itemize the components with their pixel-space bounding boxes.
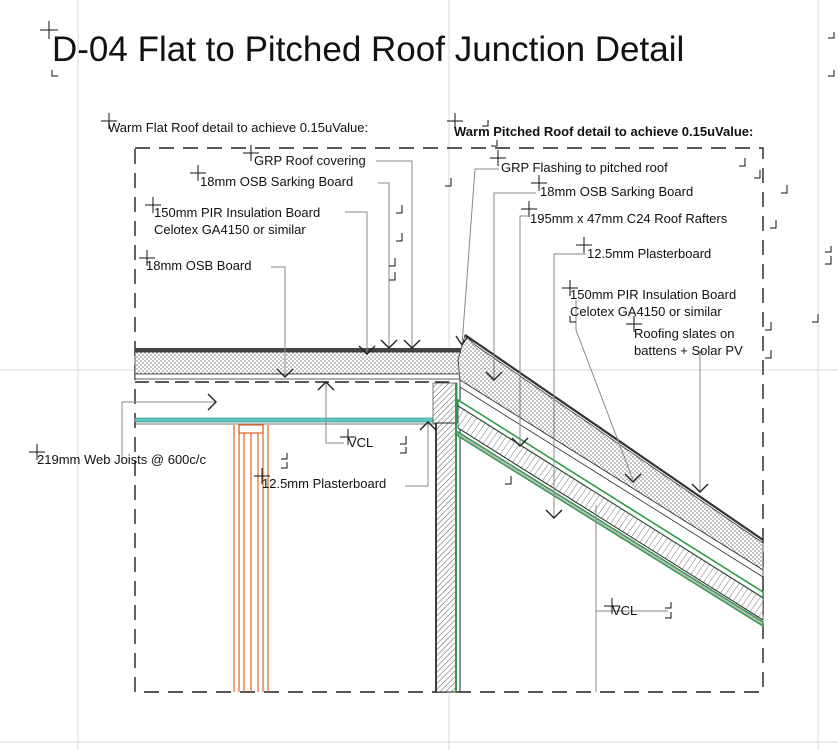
pitched-leaders — [461, 168, 704, 692]
label-flat-osb-board: 18mm OSB Board — [146, 258, 252, 273]
label-pitched-pir-line1: 150mm PIR Insulation Board — [570, 287, 737, 302]
label-pitched-pir-line2: Celotex GA4150 or similar — [570, 304, 722, 319]
label-flat-plasterboard: 12.5mm Plasterboard — [262, 476, 387, 491]
label-pitched-plasterboard: 12.5mm Plasterboard — [587, 246, 712, 261]
flat-arrowheads — [207, 339, 437, 431]
corner-brackets — [51, 32, 835, 619]
pitched-arrowheads — [455, 335, 709, 519]
label-pitched-vcl: VCL — [612, 603, 638, 618]
page-title: D-04 Flat to Pitched Roof Junction Detai… — [52, 30, 685, 69]
label-web-joists: 219mm Web Joists @ 600c/c — [37, 452, 207, 467]
label-slates-line1: Roofing slates on — [634, 326, 735, 341]
flat-roof-buildup — [134, 348, 466, 425]
section-boundary — [134, 147, 764, 693]
label-grp-roof-covering: GRP Roof covering — [254, 153, 366, 168]
pitched-roof-heading: Warm Pitched Roof detail to achieve 0.15… — [454, 124, 754, 139]
junction-wall — [432, 380, 461, 693]
pitched-roof-buildup — [457, 334, 764, 628]
label-flat-pir-line2: Celotex GA4150 or similar — [154, 222, 306, 237]
label-flat-pir-line1: 150mm PIR Insulation Board — [154, 205, 321, 220]
label-slates-line2: battens + Solar PV — [634, 343, 743, 358]
cross-markers — [29, 21, 642, 614]
flat-leaders — [121, 160, 429, 487]
label-roof-rafters: 195mm x 47mm C24 Roof Rafters — [530, 211, 728, 226]
label-flat-osb-sarking: 18mm OSB Sarking Board — [200, 174, 354, 189]
label-pitched-osb-sarking: 18mm OSB Sarking Board — [540, 184, 694, 199]
label-flat-vcl: VCL — [348, 435, 374, 450]
web-joists — [233, 424, 269, 692]
flat-roof-heading: Warm Flat Roof detail to achieve 0.15uVa… — [108, 120, 369, 135]
label-grp-flashing: GRP Flashing to pitched roof — [501, 160, 668, 175]
